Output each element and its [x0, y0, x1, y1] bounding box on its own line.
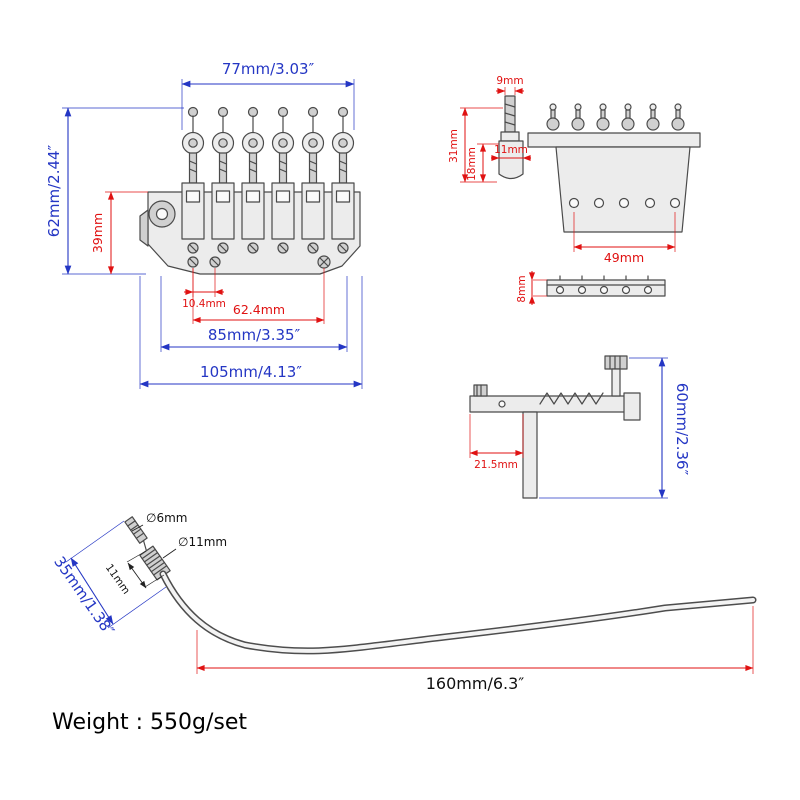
dim-85mm: 85mm/3.35″: [160, 276, 348, 352]
dim-11mm-block: 11mm: [491, 144, 531, 162]
saddle-unit: [211, 106, 235, 254]
dim-62mm: 62mm/2.44″: [45, 107, 184, 275]
dim-label-85mm: 85mm/3.35″: [208, 326, 301, 344]
dim-49mm: 49mm: [573, 212, 676, 265]
dim-label-77mm: 77mm/3.03″: [222, 60, 315, 78]
dim-arm-collar-diameter: ∅11mm: [162, 535, 227, 559]
dim-label-31mm: 31mm: [448, 129, 460, 163]
dim-9mm: 9mm: [496, 75, 524, 95]
thumbscrew-head: [604, 355, 628, 370]
dim-arm-handle-length: 35mm/1.38″: [50, 520, 167, 639]
arm-threaded-tip: [124, 516, 148, 544]
saddle-unit: [271, 106, 295, 254]
side-view-drawing: [498, 95, 701, 233]
saddle-unit: [301, 106, 325, 254]
dim-label-18mm: 18mm: [466, 147, 478, 181]
lock-post: [498, 95, 524, 180]
dim-label-collar-length: 11mm: [103, 562, 132, 597]
dim-label-160mm: 160mm/6.3″: [426, 674, 525, 693]
dim-label-21-5mm: 21.5mm: [474, 459, 518, 471]
dim-label-49mm: 49mm: [604, 250, 644, 265]
arm-socket-drawing: [469, 355, 641, 499]
dim-label-9mm: 9mm: [496, 75, 523, 87]
saddle-unit: [241, 106, 265, 254]
dim-label-10-4mm: 10.4mm: [182, 298, 226, 310]
post: [522, 411, 538, 499]
dim-label-62-4mm: 62.4mm: [233, 302, 285, 317]
arm-rod: [159, 570, 757, 655]
spring: [539, 392, 604, 405]
dim-31mm: 31mm: [448, 107, 503, 183]
dim-8mm: 8mm: [516, 271, 547, 305]
saddle-unit: [181, 106, 205, 254]
dim-label-collar-diameter: ∅11mm: [178, 535, 227, 549]
tremolo-arm-drawing: [124, 516, 757, 655]
fine-tuner-row: [546, 103, 685, 131]
dim-62-4mm: 62.4mm: [192, 268, 325, 324]
weight-text: Weight : 550g/set: [52, 710, 248, 735]
dim-label-105mm: 105mm/4.13″: [200, 363, 302, 381]
dim-label-11mm-block: 11mm: [494, 144, 528, 156]
dim-label-39mm: 39mm: [90, 213, 105, 253]
dim-60mm: 60mm/2.36″: [539, 357, 691, 499]
dim-arm-total-length: 160mm/6.3″: [196, 606, 754, 693]
dim-label-tip-diameter: ∅6mm: [146, 511, 187, 525]
dim-label-60mm: 60mm/2.36″: [673, 383, 691, 476]
saddle-unit: [331, 106, 355, 254]
dim-label-62mm: 62mm/2.44″: [45, 144, 63, 237]
dim-arm-tip-diameter: ∅6mm: [131, 511, 187, 532]
dim-18mm: 18mm: [466, 143, 499, 183]
dim-105mm: 105mm/4.13″: [139, 276, 363, 389]
sustain-block: [555, 146, 691, 233]
dim-label-8mm: 8mm: [516, 275, 528, 302]
dim-39mm: 39mm: [90, 191, 148, 275]
front-view-drawing: [139, 106, 361, 275]
dim-21-5mm: 21.5mm: [469, 414, 524, 471]
dim-77mm: 77mm/3.03″: [181, 60, 355, 130]
locking-nut-drawing: [546, 275, 666, 297]
